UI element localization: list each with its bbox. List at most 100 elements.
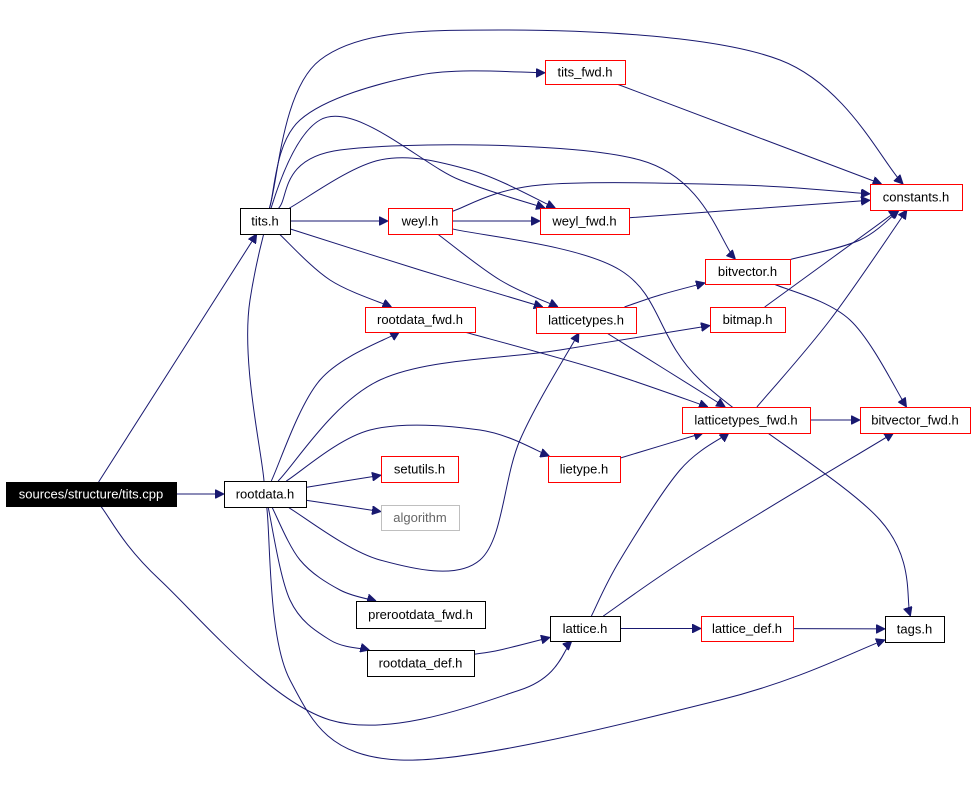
node-tits-cpp[interactable]: sources/structure/tits.cpp [6, 482, 177, 507]
node-label: bitvector.h [718, 264, 777, 279]
node-label: bitvector_fwd.h [871, 413, 958, 428]
node-box [701, 616, 794, 642]
node-box [545, 60, 626, 85]
node-label: tits.h [251, 214, 278, 229]
edge-tits-h-to-tits-fwd-h [269, 71, 546, 209]
node-bitvector-h[interactable]: bitvector.h [705, 259, 791, 285]
node-label: constants.h [883, 190, 950, 205]
edge-weyl-h-to-latticetypes-h [437, 233, 558, 307]
edge-tits-cpp-to-tits-h [98, 234, 257, 483]
node-label: prerootdata_fwd.h [368, 607, 473, 622]
edge-tits-h-to-rootdata-fwd-h [278, 233, 391, 307]
node-box [710, 307, 786, 333]
node-latticetypes-h[interactable]: latticetypes.h [536, 307, 637, 334]
edge-lattice-h-to-bitvector-fwd-h [603, 433, 893, 617]
edge-rootdata-h-to-algorithm [305, 499, 381, 511]
edge-rootdata-h-to-prerootdata-fwd-h [271, 506, 376, 601]
node-label: weyl.h [401, 214, 439, 229]
node-box [381, 505, 460, 531]
node-label: latticetypes_fwd.h [694, 413, 797, 428]
edge-latticetypes-fwd-h-to-constants-h [756, 210, 907, 408]
node-label: setutils.h [394, 462, 445, 477]
node-rootdata-h[interactable]: rootdata.h [224, 481, 307, 508]
node-box [367, 650, 475, 677]
node-box [860, 407, 971, 434]
node-weyl-fwd-h[interactable]: weyl_fwd.h [540, 208, 630, 235]
node-label: tits_fwd.h [558, 65, 613, 80]
node-box [540, 208, 630, 235]
node-label: lietype.h [560, 462, 608, 477]
edge-rootdata-h-to-rootdata-fwd-h [270, 332, 399, 482]
node-tags-h[interactable]: tags.h [885, 616, 945, 643]
edge-tits-cpp-to-lattice-h [100, 505, 572, 726]
edge-lattice-h-to-latticetypes-fwd-h [590, 433, 728, 617]
edge-latticetypes-h-to-bitvector-h [624, 283, 706, 308]
node-box [381, 456, 459, 483]
node-lattice-def-h[interactable]: lattice_def.h [701, 616, 794, 642]
edge-rootdata-h-to-latticetypes-h [287, 333, 579, 572]
node-box [548, 456, 621, 483]
node-label: algorithm [393, 510, 446, 525]
edge-bitvector-h-to-bitvector-fwd-h [773, 283, 907, 407]
node-box [705, 259, 791, 285]
node-label: rootdata.h [236, 487, 295, 502]
node-algorithm[interactable]: algorithm [381, 505, 460, 531]
node-setutils-h[interactable]: setutils.h [381, 456, 459, 483]
node-label: lattice.h [563, 621, 608, 636]
node-box [356, 601, 486, 629]
node-label: bitmap.h [723, 312, 773, 327]
node-box [870, 184, 963, 211]
edge-weyl-h-to-constants-h [451, 182, 870, 212]
edge-tits-h-to-weyl-fwd-h [289, 157, 556, 208]
node-label: sources/structure/tits.cpp [19, 487, 164, 502]
node-rootdata-fwd-h[interactable]: rootdata_fwd.h [365, 307, 476, 333]
node-bitmap-h[interactable]: bitmap.h [710, 307, 786, 333]
node-latticetypes-fwd-h[interactable]: latticetypes_fwd.h [682, 407, 811, 434]
edge-rootdata-h-to-rootdata-def-h [267, 506, 369, 650]
node-tits-fwd-h[interactable]: tits_fwd.h [545, 60, 626, 85]
node-box [536, 307, 637, 334]
edge-bitmap-h-to-constants-h [764, 210, 898, 308]
node-label: latticetypes.h [548, 313, 624, 328]
edge-bitvector-h-to-constants-h [789, 210, 899, 261]
node-prerootdata-fwd-h[interactable]: prerootdata_fwd.h [356, 601, 486, 629]
edges-layer [98, 29, 911, 761]
edge-rootdata-h-to-setutils-h [305, 475, 381, 488]
edge-tits-h-to-constants-h [268, 29, 903, 209]
edge-rootdata-fwd-h-to-latticetypes-fwd-h [464, 331, 708, 407]
node-box [6, 482, 177, 507]
node-label: weyl_fwd.h [551, 214, 616, 229]
node-label: tags.h [897, 622, 932, 637]
edge-weyl-h-to-tags-h [451, 228, 910, 616]
node-weyl-h[interactable]: weyl.h [388, 208, 453, 235]
edge-rootdata-h-to-lietype-h [286, 424, 549, 482]
edge-rootdata-def-h-to-lattice-h [473, 637, 550, 655]
node-bitvector-fwd-h[interactable]: bitvector_fwd.h [860, 407, 971, 434]
edge-rootdata-h-to-tags-h [266, 506, 885, 761]
node-box [388, 208, 453, 235]
edge-lietype-h-to-latticetypes-fwd-h [619, 433, 703, 459]
edge-weyl-fwd-h-to-constants-h [628, 200, 870, 219]
nodes-layer: sources/structure/tits.cpp tits.h rootdata… [6, 60, 971, 677]
edge-rootdata-h-to-bitmap-h [277, 326, 710, 482]
node-label: rootdata_def.h [379, 656, 463, 671]
edge-tits-h-to-latticetypes-h [289, 228, 543, 307]
node-tits-h[interactable]: tits.h [240, 208, 291, 235]
node-box [885, 616, 945, 643]
node-rootdata-def-h[interactable]: rootdata_def.h [367, 650, 475, 677]
node-box [550, 616, 621, 642]
node-box [224, 481, 307, 508]
node-constants-h[interactable]: constants.h [870, 184, 963, 211]
edge-tits-h-to-bitvector-h [278, 144, 736, 259]
edge-latticetypes-h-to-latticetypes-fwd-h [606, 332, 725, 407]
node-label: lattice_def.h [712, 621, 782, 636]
edge-tits-fwd-h-to-constants-h [616, 83, 882, 184]
node-box [240, 208, 291, 235]
node-box [682, 407, 811, 434]
edge-rootdata-h-to-weyl-fwd-h [247, 115, 545, 482]
node-label: rootdata_fwd.h [377, 312, 463, 327]
node-lattice-h[interactable]: lattice.h [550, 616, 621, 642]
node-box [365, 307, 476, 333]
node-lietype-h[interactable]: lietype.h [548, 456, 621, 483]
